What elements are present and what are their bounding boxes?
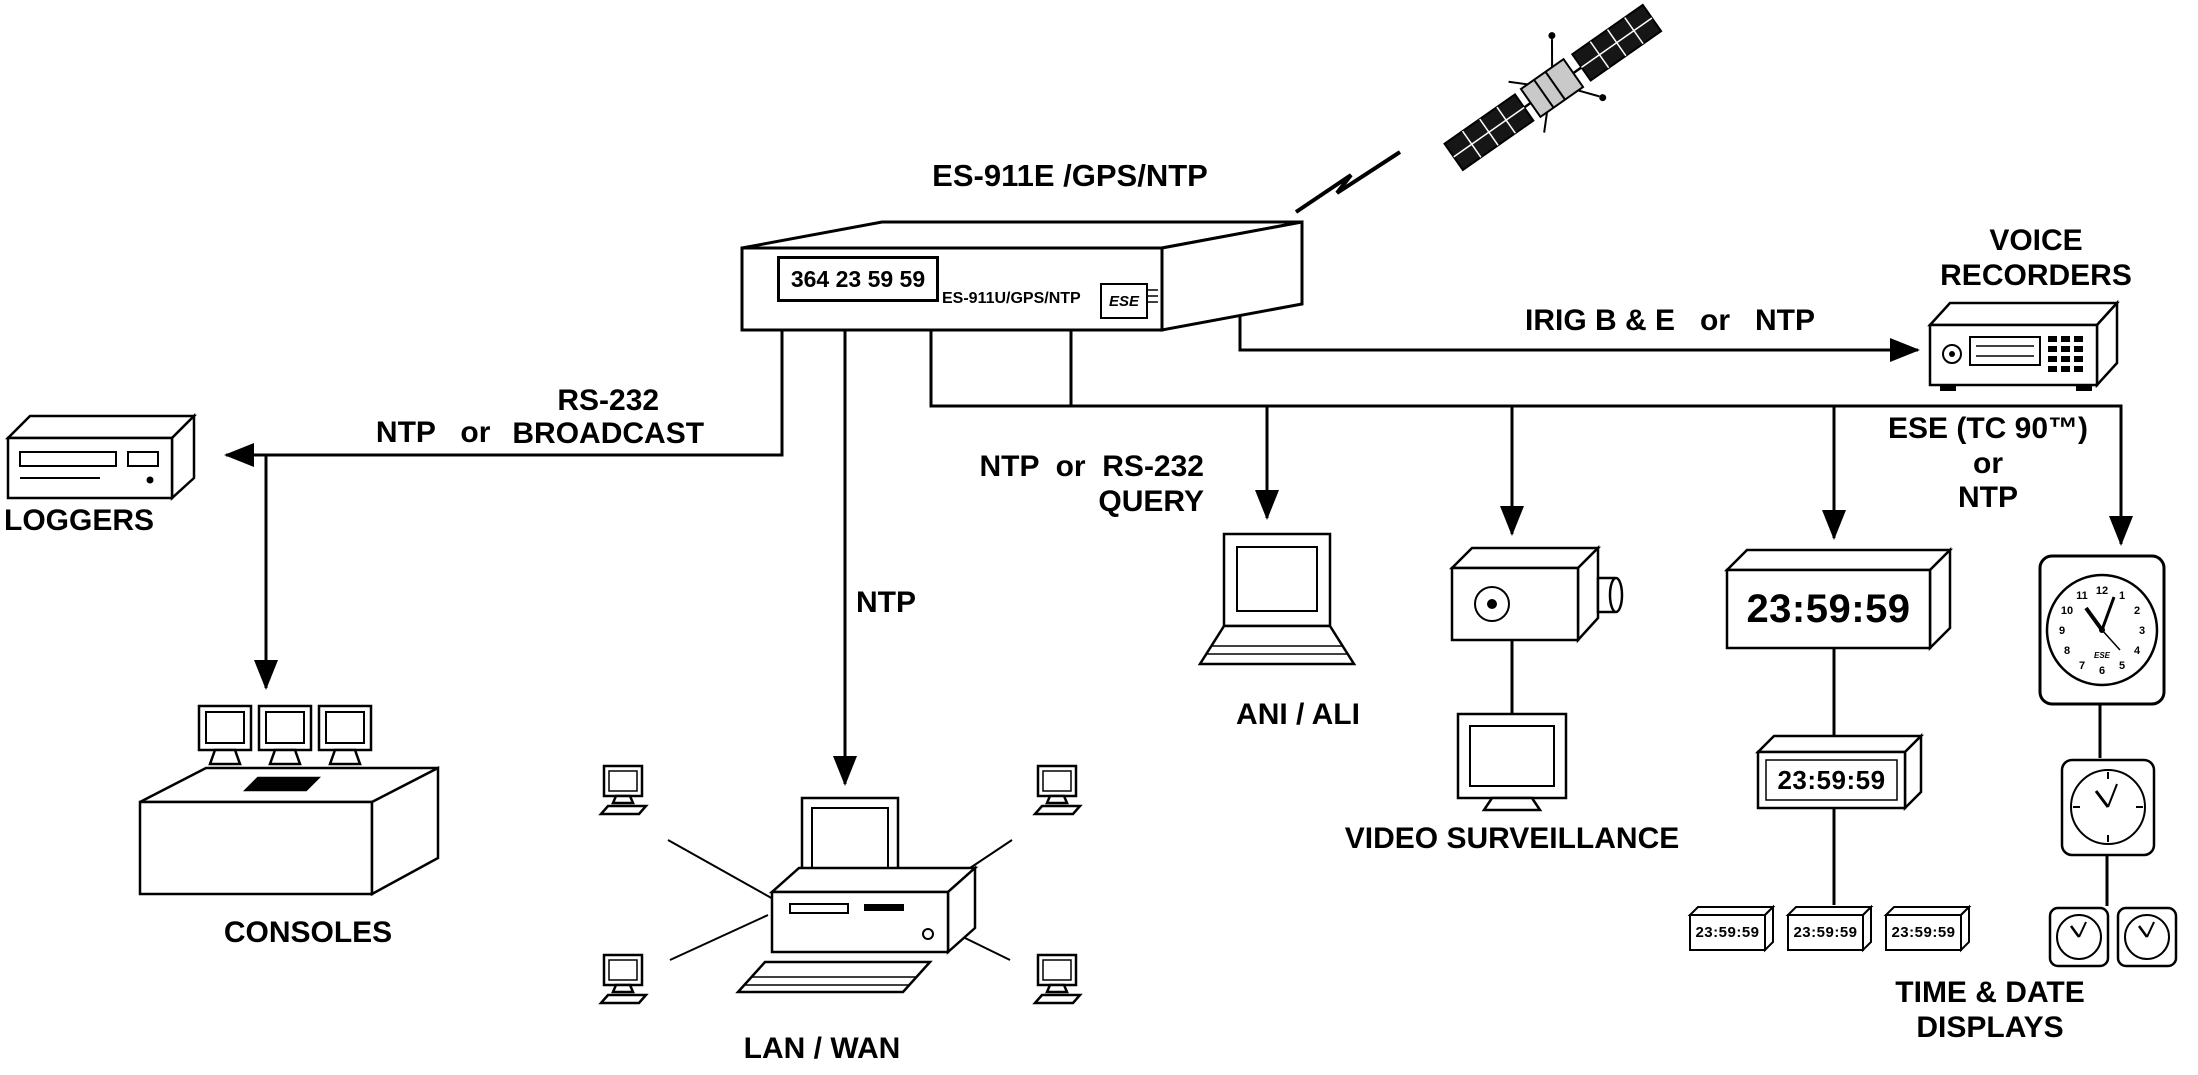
svg-text:9: 9 <box>2059 625 2065 637</box>
svg-text:2: 2 <box>2134 605 2140 617</box>
svg-text:10: 10 <box>2061 605 2073 617</box>
lan-client-pc <box>1032 764 1083 816</box>
ntp-link-label: NTP <box>856 586 916 619</box>
lan-client-pc <box>1032 953 1083 1005</box>
irig-link-label: IRIG B & E or NTP <box>1524 304 1816 337</box>
svg-text:4: 4 <box>2134 645 2141 657</box>
video-camera-device <box>1448 544 1624 644</box>
svg-text:5: 5 <box>2119 660 2125 672</box>
svg-text:7: 7 <box>2079 660 2085 672</box>
video-surveillance-label: VIDEO SURVEILLANCE <box>1344 822 1680 855</box>
analog-clock-medium <box>2060 758 2156 857</box>
svg-text:11: 11 <box>2076 590 2088 602</box>
digital-clock-small-time-3: 23:59:59 <box>1891 924 1956 941</box>
ese-logo: ESE <box>1100 283 1148 319</box>
radio-signal-bolt-icon <box>1294 150 1402 214</box>
svg-text:6: 6 <box>2099 665 2105 677</box>
analog-clock-small-1 <box>2048 906 2110 968</box>
broadcast-ntp-or: NTP or <box>375 416 491 449</box>
ani-ali-device <box>1197 532 1357 666</box>
svg-text:1: 1 <box>2119 590 2125 602</box>
master-clock-display: 364 23 59 59 <box>777 256 939 302</box>
irig-line <box>1238 315 1920 362</box>
lan-wan-network <box>598 764 1083 1005</box>
svg-text:12: 12 <box>2096 585 2108 597</box>
digital-clock-medium <box>1754 732 1925 812</box>
digital-clock-small-time-1: 23:59:59 <box>1695 924 1760 941</box>
svg-text:3: 3 <box>2139 625 2145 637</box>
loggers-label: LOGGERS <box>4 504 155 537</box>
master-clock-model-label: ES-911U/GPS/NTP <box>942 290 1081 307</box>
lan-wan-label: LAN / WAN <box>743 1032 901 1065</box>
lan-client-pc <box>598 953 649 1005</box>
distribution-line <box>929 330 2133 546</box>
master-clock-title: ES-911E /GPS/NTP <box>932 158 1208 193</box>
digital-clock-small-time-2: 23:59:59 <box>1793 924 1858 941</box>
connector-lines <box>224 315 2133 906</box>
broadcast-line <box>224 330 784 467</box>
ani-ali-label: ANI / ALI <box>1236 698 1360 731</box>
digital-clock-large-time: 23:59:59 <box>1746 586 1911 631</box>
broadcast-rs232: RS-232 <box>557 384 660 417</box>
gps-satellite-icon <box>1443 3 1663 172</box>
consoles-label: CONSOLES <box>223 916 393 949</box>
voice-recorder-device <box>1927 299 2120 391</box>
surveillance-monitor <box>1456 712 1568 812</box>
consoles-device <box>138 704 440 897</box>
lan-client-pc <box>598 764 649 816</box>
analog-clock-large <box>2038 554 2166 706</box>
analog-clock-small-2 <box>2116 906 2178 968</box>
ese-logo-clock: ESE <box>2094 651 2111 660</box>
digital-clock-small-row <box>1687 904 1972 953</box>
digital-clock-medium-time: 23:59:59 <box>1777 764 1886 795</box>
svg-text:8: 8 <box>2064 645 2070 657</box>
analog-clock-numbers: 12 1 2 3 4 5 6 7 8 9 10 11 ESE <box>2059 585 2145 677</box>
loggers-device <box>4 412 198 501</box>
digital-clock-large <box>1723 546 1954 652</box>
broadcast-word: BROADCAST <box>512 417 705 450</box>
